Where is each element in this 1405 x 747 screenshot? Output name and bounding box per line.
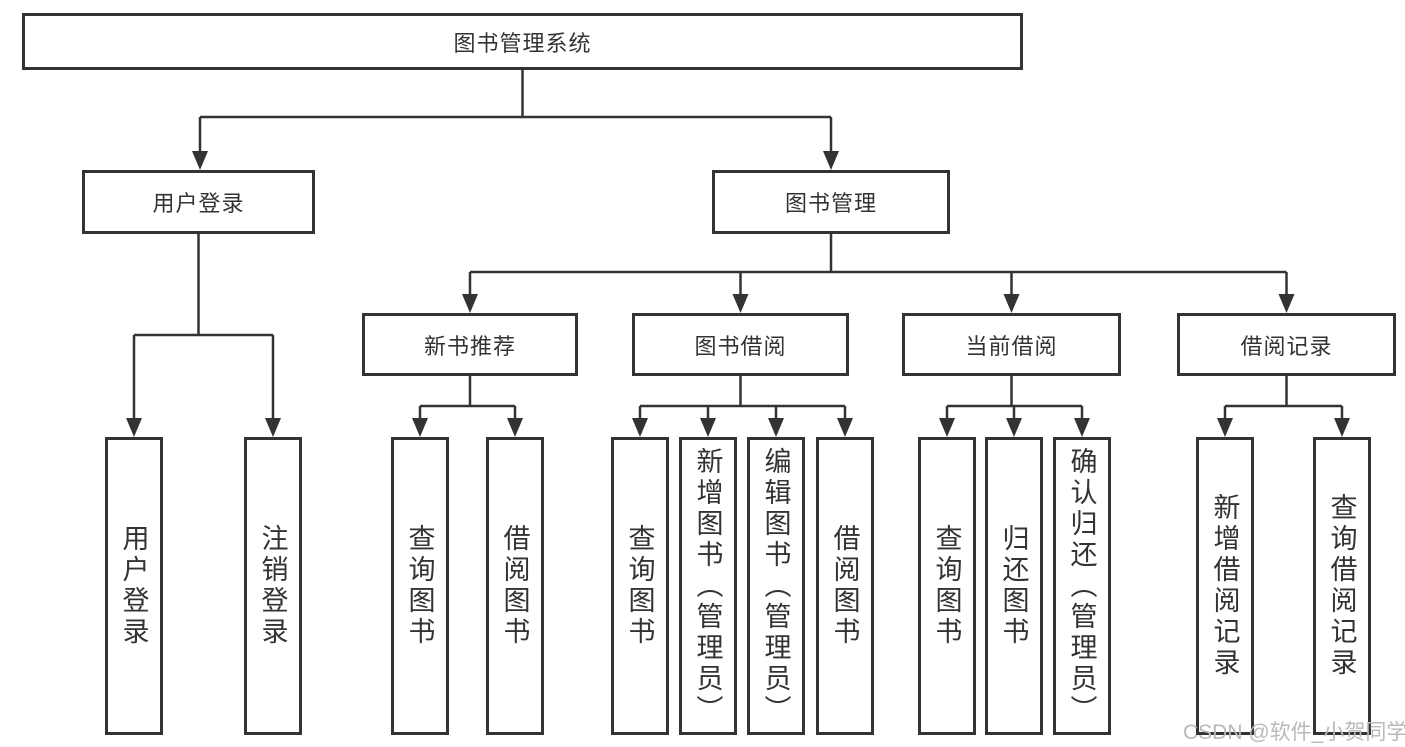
node-borrow-records-label: 借阅记录	[1240, 333, 1333, 359]
node-leaf-bookborrow-query-label: 查询图书	[624, 524, 655, 648]
node-leaf-logout: 注销登录	[244, 437, 302, 735]
node-leaf-records-add: 新增借阅记录	[1196, 437, 1254, 735]
node-leaf-records-query-label: 查询借阅记录	[1326, 493, 1357, 679]
node-book-borrow-label: 图书借阅	[694, 333, 787, 359]
node-leaf-logout-label: 注销登录	[257, 524, 288, 648]
connector-user-login-branch	[126, 234, 281, 437]
node-new-books-label: 新书推荐	[423, 333, 516, 359]
node-user-login-label: 用户登录	[152, 191, 245, 216]
node-leaf-current-return: 归还图书	[985, 437, 1043, 735]
node-leaf-user-login: 用户登录	[105, 437, 163, 735]
node-leaf-user-login-label: 用户登录	[118, 524, 149, 648]
connector-current-borrow-branch	[939, 376, 1090, 437]
node-borrow-records: 借阅记录	[1177, 313, 1396, 376]
node-leaf-bookborrow-edit: 编辑图书（管理员）	[747, 437, 805, 735]
node-leaf-records-add-label: 新增借阅记录	[1209, 493, 1240, 679]
node-leaf-newbooks-query-label: 查询图书	[404, 524, 435, 648]
node-leaf-current-query: 查询图书	[918, 437, 976, 735]
node-root: 图书管理系统	[22, 13, 1023, 70]
connector-root-branch	[192, 70, 839, 170]
node-root-label: 图书管理系统	[453, 30, 592, 56]
connector-book-mgmt-branch	[462, 234, 1295, 313]
node-user-login: 用户登录	[82, 170, 315, 234]
connector-book-borrow-branch	[632, 376, 853, 437]
node-leaf-bookborrow-borrow: 借阅图书	[816, 437, 874, 735]
node-new-books: 新书推荐	[362, 313, 578, 376]
node-book-borrow: 图书借阅	[632, 313, 849, 376]
connector-borrow-records-branch	[1217, 376, 1350, 437]
node-leaf-bookborrow-add-label: 新增图书（管理员）	[692, 446, 723, 726]
node-book-mgmt: 图书管理	[712, 170, 950, 234]
node-current-borrow-label: 当前借阅	[965, 333, 1058, 359]
node-leaf-bookborrow-borrow-label: 借阅图书	[829, 524, 860, 648]
node-leaf-newbooks-borrow-label: 借阅图书	[499, 524, 530, 648]
node-leaf-current-confirm-label: 确认归还（管理员）	[1066, 446, 1097, 726]
node-leaf-newbooks-borrow: 借阅图书	[486, 437, 544, 735]
node-leaf-records-query: 查询借阅记录	[1313, 437, 1371, 735]
watermark: CSDN @软件_小贺同学	[1183, 721, 1405, 744]
node-current-borrow: 当前借阅	[902, 313, 1121, 376]
node-leaf-current-confirm: 确认归还（管理员）	[1053, 437, 1111, 735]
node-leaf-bookborrow-query: 查询图书	[611, 437, 669, 735]
node-leaf-newbooks-query: 查询图书	[391, 437, 449, 735]
node-book-mgmt-label: 图书管理	[784, 191, 877, 216]
connector-new-books-branch	[412, 376, 523, 437]
node-leaf-bookborrow-add: 新增图书（管理员）	[679, 437, 737, 735]
node-leaf-current-return-label: 归还图书	[998, 524, 1029, 648]
node-leaf-bookborrow-edit-label: 编辑图书（管理员）	[760, 446, 791, 726]
node-leaf-current-query-label: 查询图书	[931, 524, 962, 648]
